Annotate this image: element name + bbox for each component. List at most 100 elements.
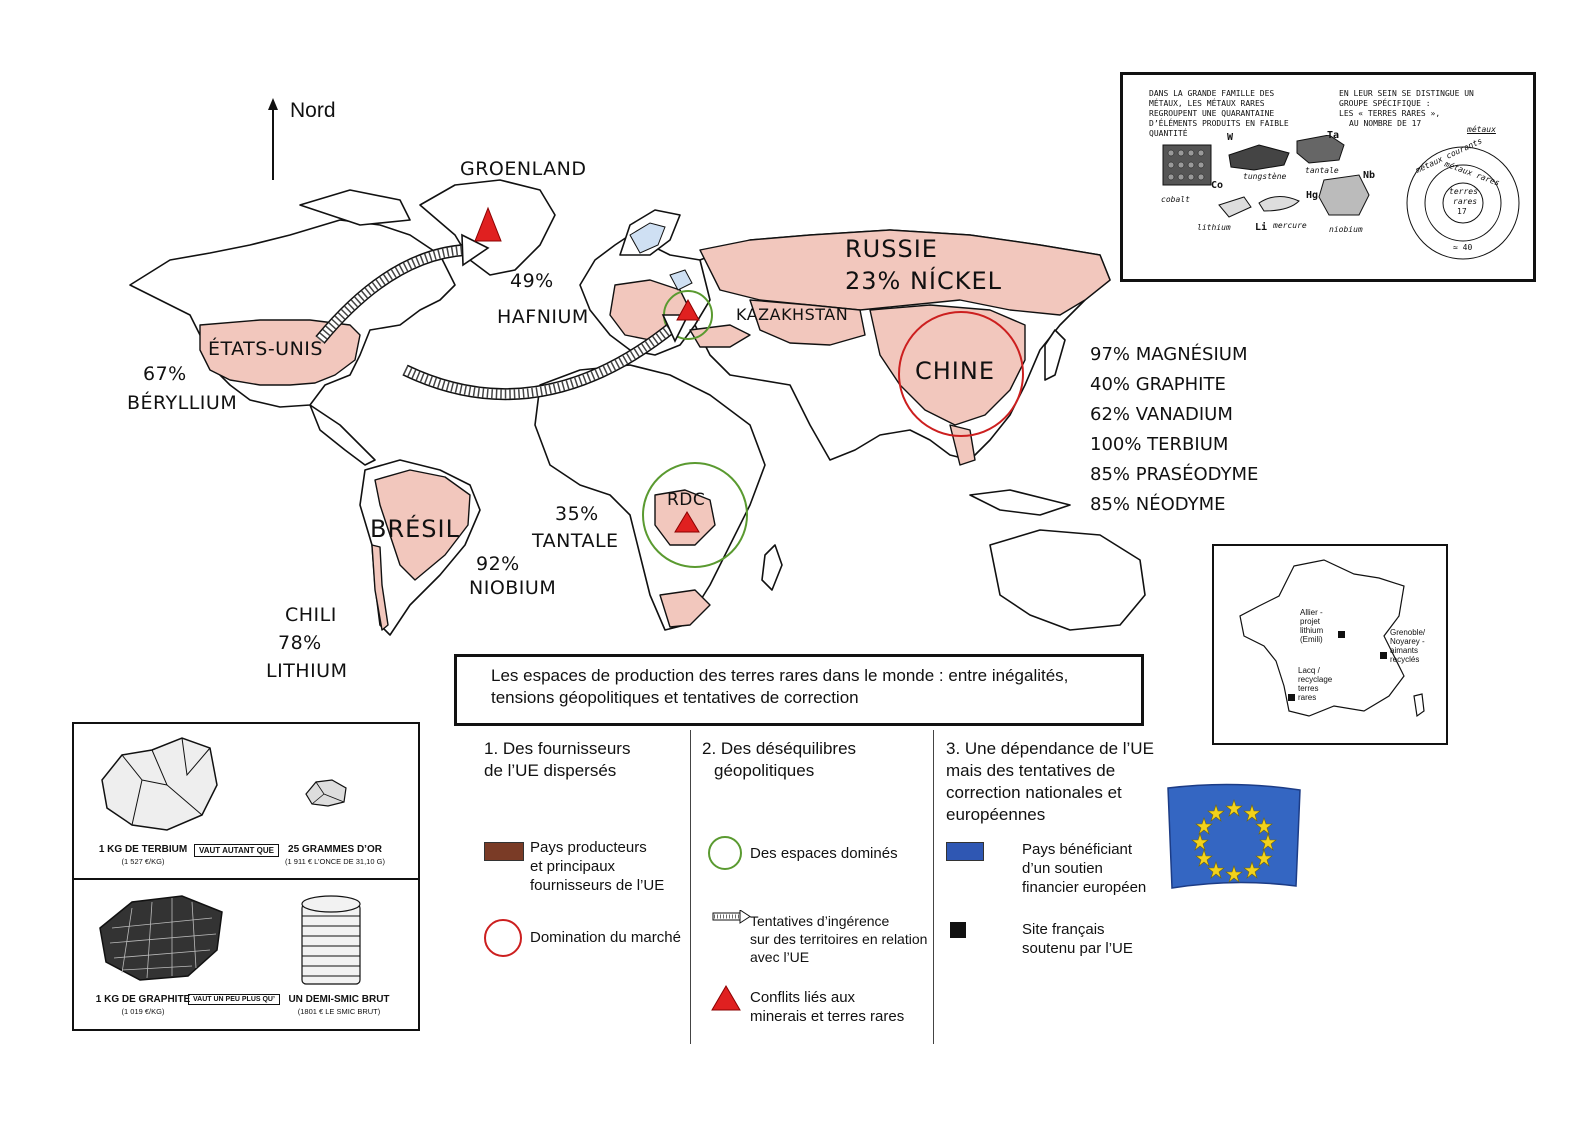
site-marker-allier — [1338, 631, 1345, 638]
kazakhstan-shaded — [749, 299, 866, 346]
scandinavia-support — [629, 222, 666, 254]
legend-col3-heading: 3. Une dépendance de l’UE mais des tenta… — [946, 738, 1154, 826]
title-line-2: tensions géopolitiques et tentatives de … — [491, 688, 859, 707]
label-eu-metal: HAFNIUM — [497, 306, 589, 328]
south-africa-shaded — [659, 589, 711, 628]
rare-line: QUANTITÉ — [1149, 129, 1188, 138]
legend-line: avec l’UE — [750, 949, 810, 965]
arrow-head-ukraine — [661, 314, 690, 343]
north-america-land — [129, 219, 456, 408]
vs-label-2: VAUT UN PEU PLUS QU’ — [188, 994, 280, 1005]
terbium-price: (1 527 €/KG) — [121, 857, 165, 866]
north-arrow-icon — [268, 98, 278, 180]
label-eu-pct: 49% — [510, 270, 554, 292]
africa-land — [534, 364, 766, 631]
label-tungstene: tungstène — [1243, 172, 1287, 181]
symbol-co: Co — [1211, 180, 1224, 191]
label-chile: CHILI — [285, 604, 337, 626]
conflict-legend-label: Conflits liés aux minerais et terres rar… — [750, 988, 904, 1026]
madagascar-land — [761, 544, 783, 591]
fr-line: Grenoble/ — [1390, 628, 1426, 637]
mercury-icon — [1258, 196, 1300, 212]
graphite-label: 1 KG DE GRAPHITE — [95, 994, 191, 1005]
heading-line: correction nationales et — [946, 783, 1122, 802]
producer-legend-label: Pays producteurs et principaux fournisse… — [530, 838, 664, 895]
french-site-swatch — [950, 922, 966, 938]
terbium-ore-icon — [101, 737, 218, 831]
greenland-conflict-triangle — [474, 206, 502, 242]
fr-line: Noyarey - — [1390, 637, 1425, 646]
heading-line: 1. Des fournisseurs — [484, 739, 631, 758]
china-domination-circle — [898, 311, 1024, 437]
china-stat: 100% TERBIUM — [1090, 434, 1229, 455]
dominated-circle-icon — [708, 836, 742, 870]
label-drc-metal: TANTALE — [532, 530, 619, 552]
rare-line: EN LEUR SEIN SE DISTINGUE UN — [1339, 89, 1474, 98]
eu-support-swatch — [946, 842, 984, 861]
rare-box-right-text: EN LEUR SEIN SE DISTINGUE UN GROUPE SPÉC… — [1339, 89, 1474, 129]
label-usa: ÉTATS-UNIS — [208, 338, 323, 360]
interference-legend-label: Tentatives d’ingérence sur des territoir… — [750, 912, 927, 966]
graphite-price: (1 019 €/KG) — [121, 1007, 165, 1016]
fr-line: lithium — [1300, 626, 1324, 635]
legend-line: Pays bénéficiant — [1022, 841, 1133, 858]
symbol-hg: Hg — [1306, 190, 1319, 201]
label-metaux: métaux — [1467, 125, 1496, 134]
legend-divider — [690, 730, 691, 1044]
label-brazil: BRÉSIL — [370, 515, 460, 543]
interference-arrow-icon — [712, 910, 751, 924]
comparison-divider — [74, 878, 418, 880]
label-tantale: tantale — [1305, 166, 1339, 175]
symbol-li: Li — [1255, 222, 1268, 233]
site-marker-grenoble — [1380, 652, 1387, 659]
title-line-1: Les espaces de production des terres rar… — [491, 666, 1069, 685]
fr-line: recyclés — [1390, 655, 1420, 664]
label-usa-pct: 67% — [143, 363, 187, 385]
value-comparison-box: 1 KG DE TERBIUM (1 527 €/KG) VAUT AUTANT… — [72, 722, 420, 1031]
rare-line: REGROUPENT UNE QUARANTAINE — [1149, 109, 1275, 118]
fr-line: (Emili) — [1300, 635, 1323, 644]
label-40: ≃ 40 — [1453, 243, 1473, 252]
gold-nugget-icon — [305, 779, 347, 807]
china-stats-list: 97% MAGNÉSIUM 40% GRAPHITE 62% VANADIUM … — [1090, 340, 1258, 520]
drc-conflict-triangle — [674, 511, 700, 533]
chile-shaded — [371, 544, 389, 631]
drc-dominated-circle — [642, 462, 748, 568]
heading-line: de l’UE dispersés — [484, 761, 617, 780]
legend-line: soutenu par l’UE — [1022, 940, 1133, 957]
symbol-ta: Ta — [1327, 130, 1340, 141]
smic-label: UN DEMI-SMIC BRUT — [288, 994, 390, 1005]
heading-line: 2. Des déséquilibres — [702, 739, 857, 758]
fr-line: rares — [1298, 693, 1317, 702]
tungsten-ore-icon — [1228, 144, 1290, 171]
symbol-w: W — [1227, 132, 1234, 143]
smic-price: (1801 € LE SMIC BRUT) — [297, 1007, 381, 1016]
arctic-islands — [299, 189, 411, 226]
compass-label: Nord — [290, 99, 336, 122]
china-stat: 62% VANADIUM — [1090, 404, 1233, 425]
central-america-land — [309, 404, 376, 466]
coin-stack-icon — [301, 895, 361, 985]
heading-line: géopolitiques — [714, 761, 815, 780]
legend-line: Pays producteurs — [530, 839, 647, 856]
heading-line: 3. Une dépendance de l’UE — [946, 739, 1154, 758]
china-stat: 97% MAGNÉSIUM — [1090, 344, 1248, 365]
french-site-legend-label: Site français soutenu par l’UE — [1022, 920, 1133, 958]
label-kazakhstan: KAZAKHSTAN — [736, 305, 849, 324]
heading-line: mais des tentatives de — [946, 761, 1116, 780]
label-brazil-pct: 92% — [476, 553, 520, 575]
graphite-ore-icon — [99, 895, 223, 981]
rare-line: AU NOMBRE DE 17 — [1349, 119, 1422, 128]
label-rares: rares — [1453, 197, 1478, 206]
china-stat: 40% GRAPHITE — [1090, 374, 1226, 395]
fr-line: projet — [1300, 617, 1321, 626]
legend-line: d’un soutien — [1022, 860, 1103, 877]
baltic-support — [669, 269, 693, 291]
fr-line: recyclage — [1298, 675, 1333, 684]
gold-label: 25 GRAMMES D’OR — [288, 844, 382, 855]
label-17: 17 — [1457, 207, 1467, 216]
legend-line: financier européen — [1022, 879, 1147, 896]
japan-land — [1044, 329, 1066, 381]
label-brazil-metal: NIOBIUM — [469, 577, 557, 599]
gold-price: (1 911 € L’ONCE DE 31,10 G) — [285, 857, 385, 866]
